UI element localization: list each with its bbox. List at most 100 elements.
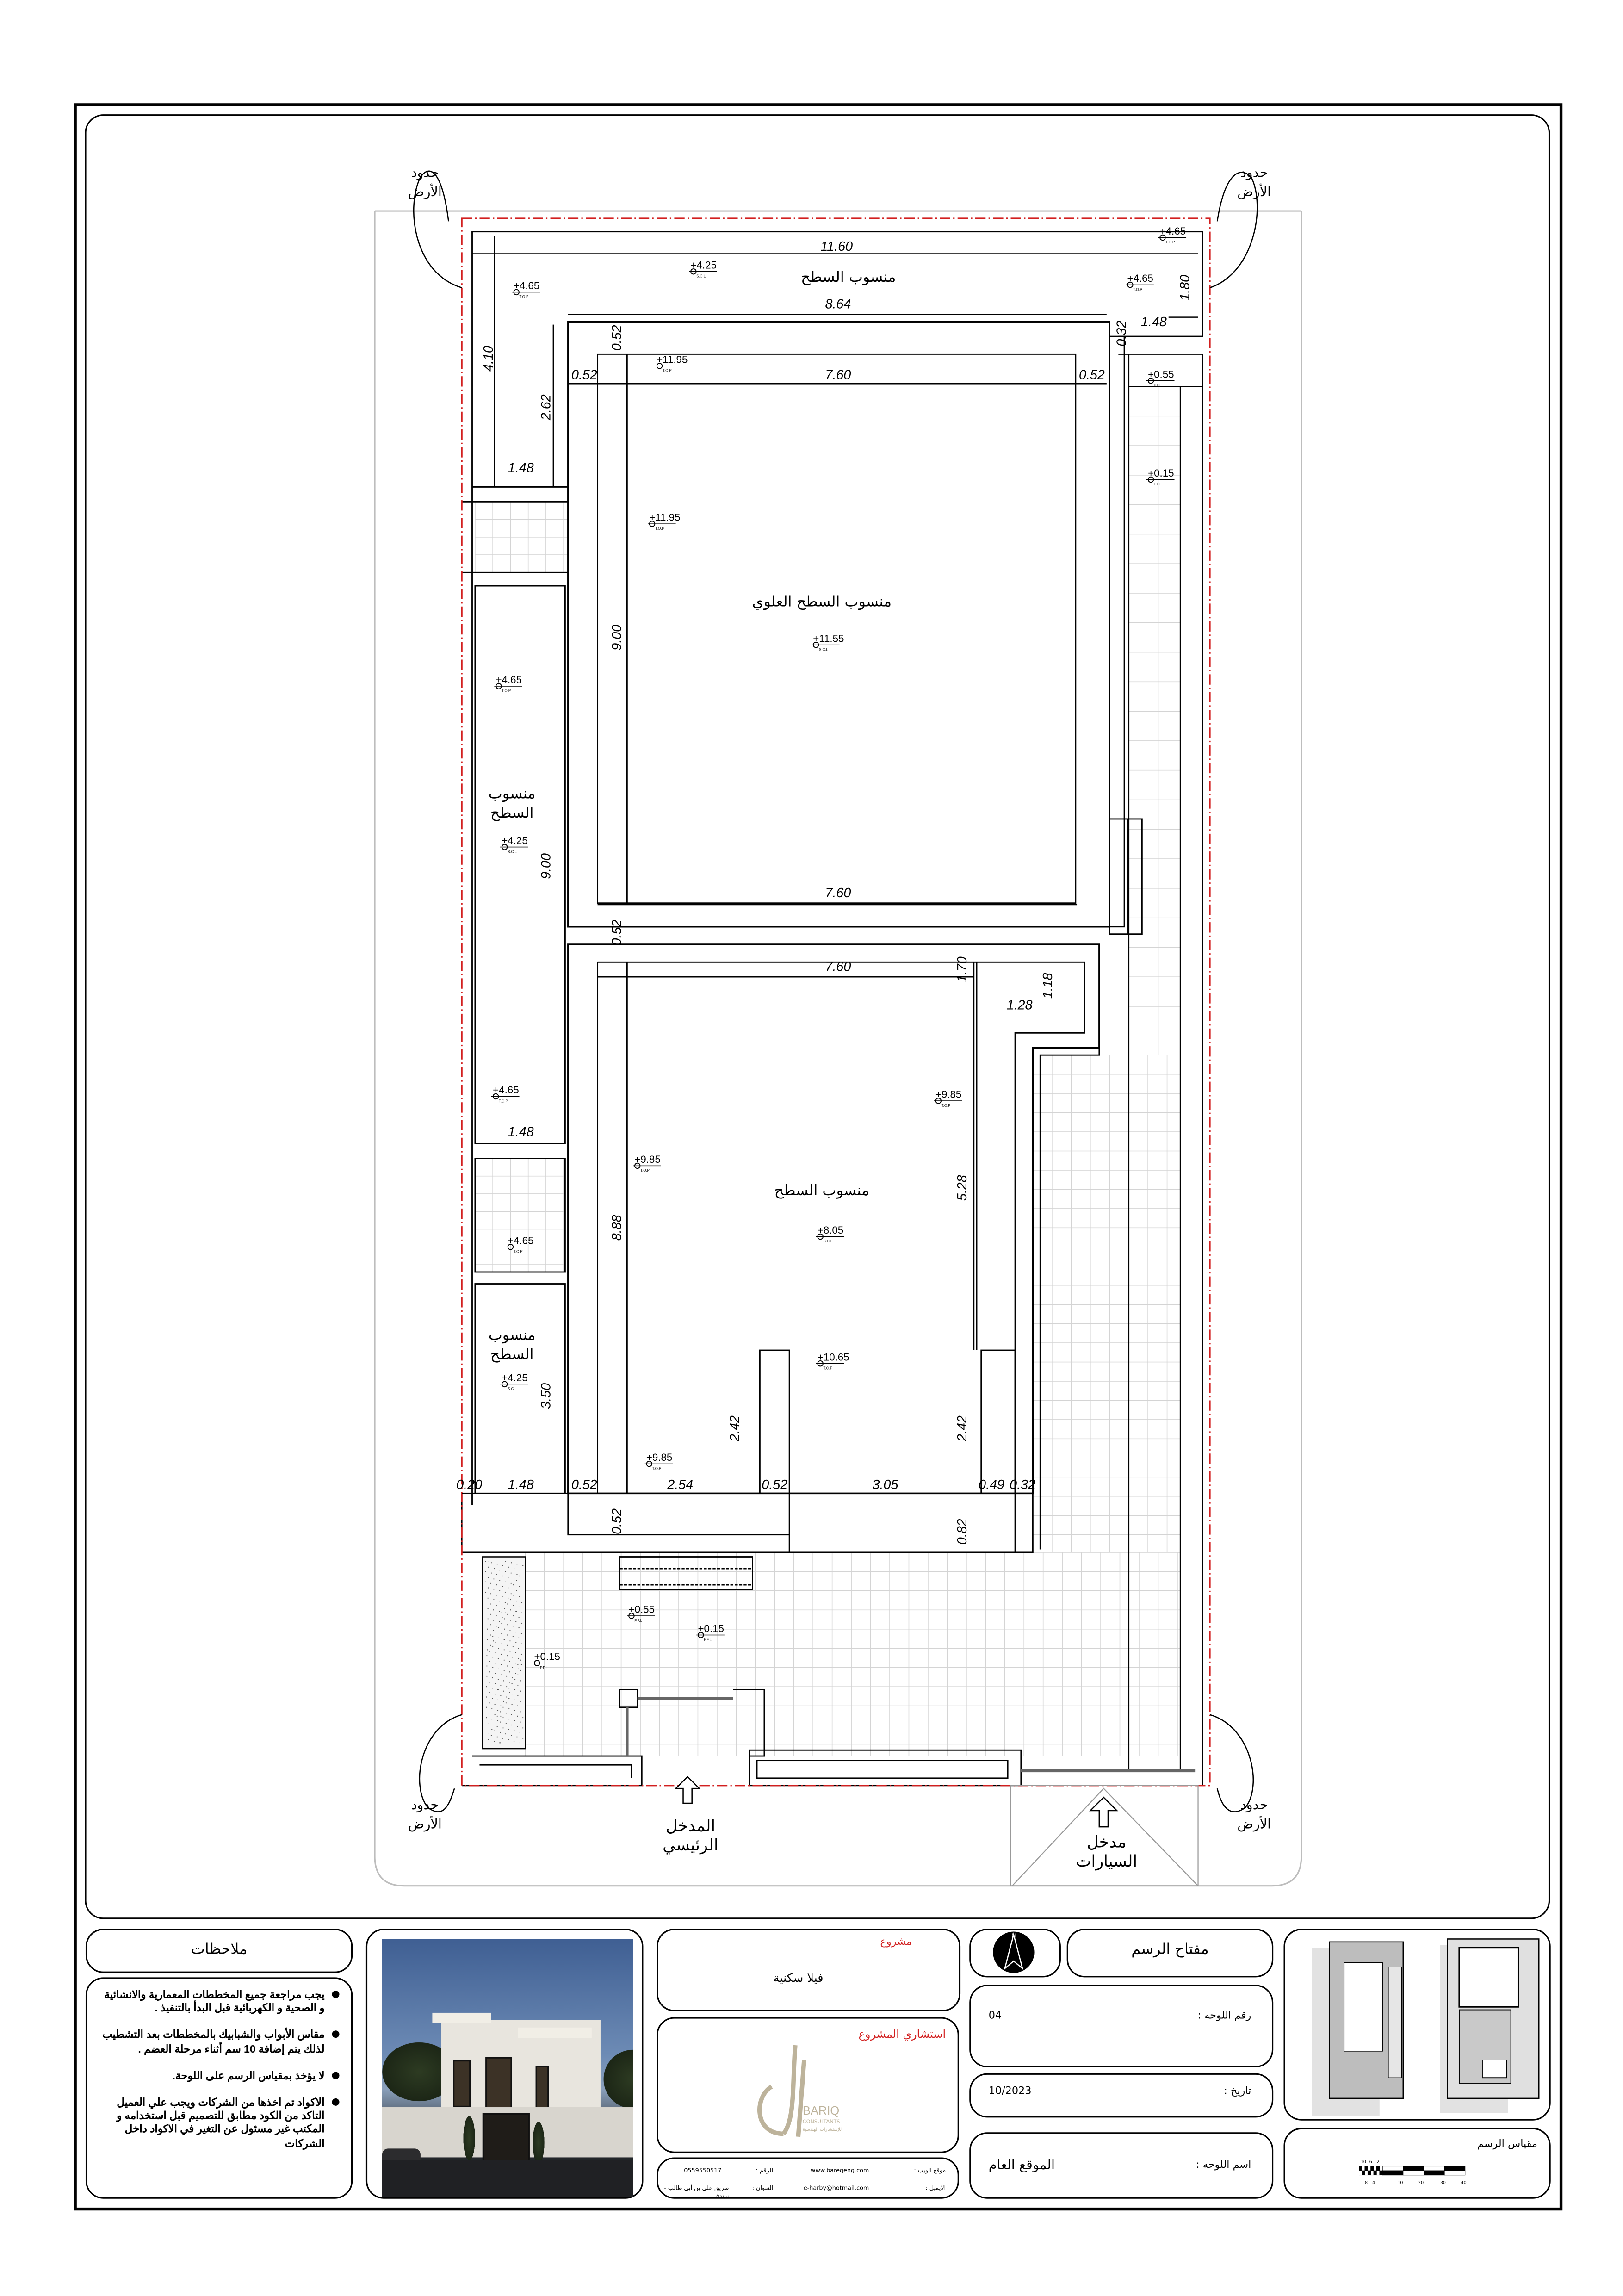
gravel-dot: [500, 1705, 502, 1706]
dimension-label: 0.52: [762, 1477, 787, 1492]
project-label: مشروع: [880, 1936, 912, 1948]
main-entrance-arrow-icon: [674, 1775, 701, 1804]
level-marker: +4.65T.O.P: [491, 1084, 520, 1103]
gravel-dot: [506, 1675, 508, 1677]
scale-segment: [1376, 2170, 1380, 2176]
scale-segment: [1382, 2166, 1404, 2171]
gravel-dot: [520, 1669, 521, 1671]
level-marker: +11.55S.C.L: [811, 633, 844, 652]
gravel-dot: [503, 1680, 504, 1682]
bariq-logo-mark: [757, 2045, 806, 2137]
dimension-label: 11.60: [820, 239, 853, 254]
dimension-label: 8.64: [825, 297, 851, 312]
note-item: مقاس الأبواب والشبابيك بالمخططات بعد الت…: [99, 2028, 340, 2055]
gravel-dot: [489, 1661, 490, 1663]
gravel-dot: [486, 1686, 487, 1688]
consultant-panel: استشاري المشروع BARIQ CONSULTANTS للإستش…: [657, 2017, 959, 2153]
bariq-logo: BARIQ CONSULTANTS للإستشارات الهندسية: [739, 2030, 842, 2148]
gravel-dot: [501, 1622, 502, 1624]
render-panel: [365, 1929, 644, 2199]
gravel-dot: [490, 1572, 492, 1574]
label-upper-roof: منسوب السطح العلوي: [752, 593, 892, 610]
gravel-dot: [505, 1733, 507, 1735]
north-arrow-icon: N: [993, 1931, 1035, 1973]
logo-text: BARIQ: [802, 2104, 840, 2118]
level-marker: +0.15F.F.L: [533, 1651, 561, 1670]
dimension-label: 0.82: [955, 1519, 970, 1545]
level-marker: +0.15F.F.L: [1146, 467, 1175, 486]
gravel-dot: [489, 1671, 490, 1673]
level-tag: T.O.P: [502, 689, 511, 693]
level-value: +4.65: [1127, 273, 1153, 284]
gravel-dot: [487, 1628, 488, 1630]
email-value[interactable]: e-harby@hotmail.com: [803, 2184, 869, 2191]
dimension-label: 1.48: [508, 1125, 534, 1140]
gravel-dot: [510, 1593, 512, 1595]
level-tag: S.C.L: [508, 1387, 517, 1391]
note-item: يجب مراجعة جميع المخططات المعمارية والان…: [99, 1988, 340, 2015]
scale-tick: 10: [1397, 2180, 1403, 2185]
dimension-label: 0.52: [1079, 368, 1105, 383]
gravel-dot: [504, 1591, 506, 1593]
sheet-name: الموقع العام: [988, 2159, 1055, 2174]
gravel-dot: [520, 1690, 521, 1692]
gravel-dots: [485, 1560, 524, 1744]
gravel-dot: [502, 1727, 504, 1729]
gravel-dot: [511, 1735, 512, 1736]
dimension-label: 0.20: [456, 1477, 482, 1492]
gravel-dot: [499, 1731, 501, 1733]
tile-grid: [475, 386, 1181, 1756]
level-value: +0.15: [534, 1651, 560, 1663]
gate-leaves[interactable]: [626, 1697, 1196, 1773]
gravel-dot: [497, 1720, 499, 1721]
sheet-name-label: اسم اللوحه :: [1196, 2159, 1251, 2171]
gravel-dot: [516, 1736, 518, 1738]
dimension-label: 0.52: [571, 1477, 597, 1492]
gravel-dot: [500, 1715, 502, 1717]
level-tag: T.O.P: [514, 1250, 523, 1254]
legend-panel: مفتاح الرسم: [1066, 1929, 1274, 1978]
gravel-dot: [508, 1698, 510, 1699]
site-outline: [374, 210, 1302, 1887]
gravel-dot: [486, 1706, 487, 1708]
level-marker: +9.85T.O.P: [934, 1089, 962, 1108]
level-marker: +10.65T.O.P: [816, 1351, 849, 1370]
scale-segment: [1373, 2166, 1377, 2171]
gravel-dot: [485, 1571, 486, 1572]
scale-segment: [1403, 2166, 1424, 2171]
gravel-dot: [505, 1560, 507, 1562]
gravel-dot: [503, 1659, 505, 1661]
level-marker: +4.65T.O.P: [506, 1235, 534, 1254]
level-tag: T.O.P: [640, 1168, 650, 1173]
notes-title: ملاحظات: [191, 1942, 248, 1958]
gravel-dot: [517, 1684, 519, 1686]
gravel-dot: [498, 1648, 500, 1649]
scale-segment: [1370, 2166, 1374, 2171]
gravel-dot: [492, 1646, 494, 1648]
gravel-dot: [487, 1607, 489, 1609]
gravel-dot: [519, 1596, 520, 1597]
gravel-dot: [493, 1620, 494, 1621]
website-value[interactable]: www.bareqeng.com: [811, 2166, 869, 2174]
legend-title: مفتاح الرسم: [1131, 1942, 1209, 1958]
level-tag: T.O.P: [942, 1104, 951, 1108]
gravel-dot: [486, 1655, 488, 1657]
gravel-dot: [502, 1717, 504, 1719]
gravel-dot: [497, 1658, 499, 1659]
gravel-dot: [496, 1574, 497, 1575]
north-letter: N: [1011, 1932, 1016, 1939]
gravel-dot: [496, 1584, 497, 1586]
logo-ar: للإستشارات الهندسية: [802, 2126, 842, 2133]
dimension-label: 7.60: [825, 886, 851, 900]
dimension-label: 9.00: [610, 625, 625, 651]
gravel-dot: [515, 1621, 517, 1622]
scale-segment: [1444, 2170, 1466, 2176]
gravel-dot: [490, 1582, 492, 1584]
gravel-dot: [493, 1578, 495, 1580]
dimension-label: 0.52: [571, 368, 597, 383]
gravel-dot: [518, 1627, 520, 1628]
dimension-label: 7.60: [825, 959, 851, 974]
scale-segment: [1358, 2166, 1362, 2171]
gravel-dot: [509, 1692, 510, 1694]
project-panel: مشروع فيلا سكنية: [657, 1929, 961, 2011]
